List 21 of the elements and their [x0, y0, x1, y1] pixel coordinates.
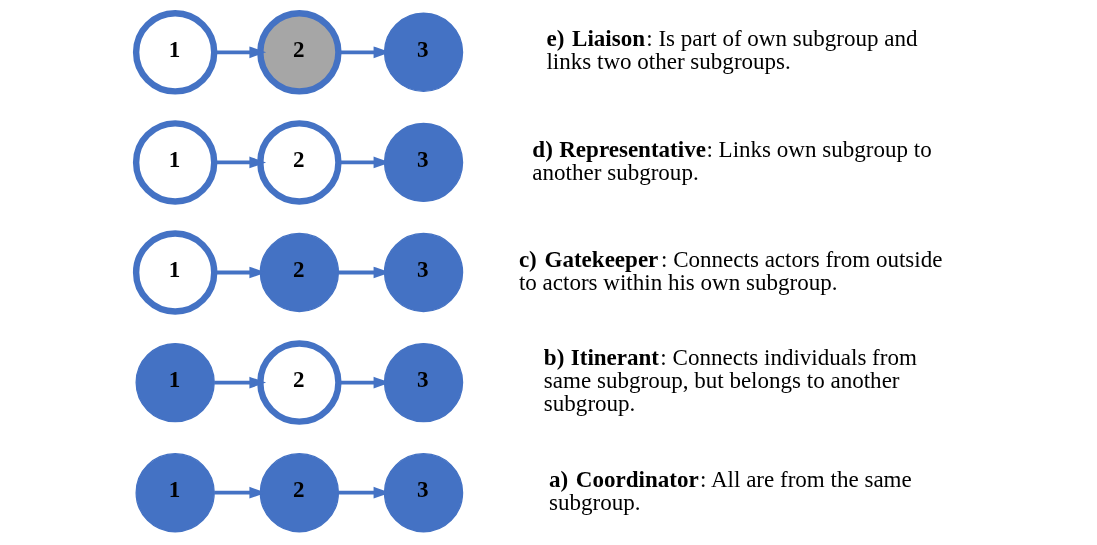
node-circle: 3 [383, 342, 463, 423]
node-circle: 1 [135, 453, 215, 533]
node-circle: 3 [383, 12, 463, 92]
label: a) Coordinator: All are from the same subgroup. [548, 465, 912, 515]
node-circle: 2 [256, 340, 342, 425]
label: d) Representative: Links own subgroup to another subgroup. [531, 135, 932, 185]
node-circle: 2 [259, 232, 339, 313]
node-circle: 1 [135, 342, 215, 423]
node-circle: 3 [383, 232, 463, 313]
label: e) Liaison: Is part of own subgroup and links two other subgroups. [545, 25, 918, 75]
node-circle: 2 [256, 10, 342, 95]
node-circle: 3 [383, 453, 463, 533]
node-circle: 2 [256, 120, 342, 205]
node-circle: 1 [132, 120, 217, 205]
label: b) Itinerant: Connects individuals from same subgroup, but belongs to another subgroup. [543, 344, 917, 417]
label: c) Gatekeeper: Connects actors from outside to actors within his own subgroup. [518, 245, 942, 295]
node-circle: 3 [383, 122, 463, 203]
node-circle: 1 [132, 10, 217, 95]
node-circle: 1 [132, 230, 217, 315]
node-circle: 2 [259, 453, 339, 533]
arrow [213, 376, 266, 389]
